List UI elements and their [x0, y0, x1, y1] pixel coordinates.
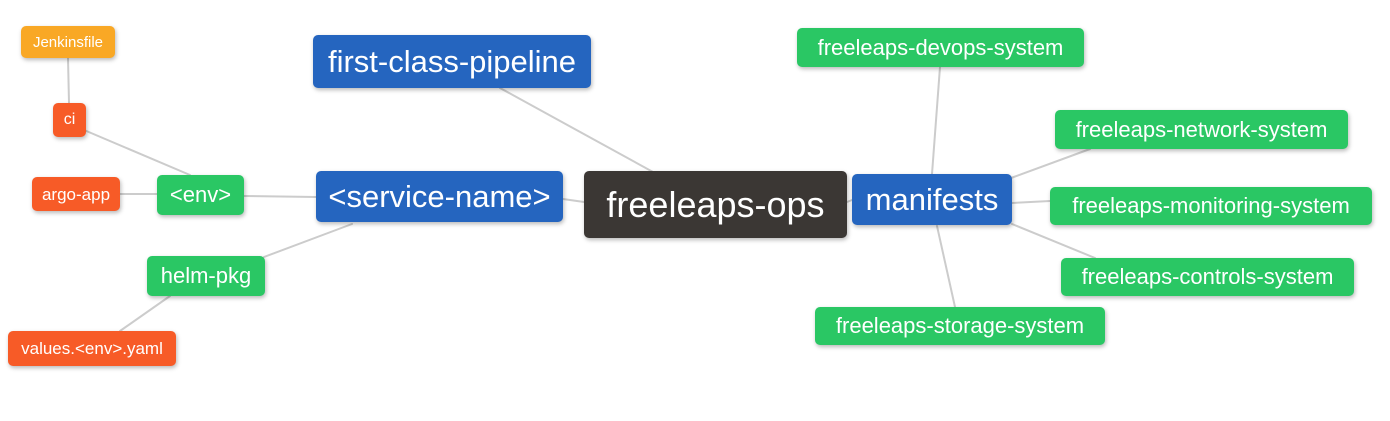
- edge-ci-to-env: [83, 129, 191, 176]
- node-network-system[interactable]: freeleaps-network-system: [1055, 110, 1348, 149]
- edge-manifests-to-network-system: [1010, 148, 1091, 179]
- node-helm-pkg[interactable]: helm-pkg: [147, 256, 265, 296]
- edge-first-class-pipeline-to-freeleaps-ops: [499, 87, 654, 173]
- node-ci[interactable]: ci: [53, 103, 86, 137]
- edge-service-name-to-helm-pkg: [263, 223, 353, 258]
- node-values-env-yaml[interactable]: values.<env>.yaml: [8, 331, 176, 366]
- node-manifests[interactable]: manifests: [852, 174, 1012, 225]
- node-env[interactable]: <env>: [157, 175, 244, 215]
- edge-manifests-to-devops-system: [931, 66, 941, 175]
- edge-manifests-to-storage-system: [936, 225, 956, 308]
- node-storage-system[interactable]: freeleaps-storage-system: [815, 307, 1105, 345]
- edge-manifests-to-controls-system: [1011, 223, 1096, 259]
- edge-service-name-to-freeleaps-ops: [562, 198, 585, 203]
- node-freeleaps-ops[interactable]: freeleaps-ops: [584, 171, 847, 238]
- node-monitoring-system[interactable]: freeleaps-monitoring-system: [1050, 187, 1372, 225]
- edge-jenkinsfile-to-ci: [67, 57, 70, 104]
- node-service-name[interactable]: <service-name>: [316, 171, 563, 222]
- edge-env-to-service-name: [243, 195, 317, 198]
- edge-helm-pkg-to-values-env-yaml: [119, 295, 171, 332]
- node-devops-system[interactable]: freeleaps-devops-system: [797, 28, 1084, 67]
- node-argo-app[interactable]: argo-app: [32, 177, 120, 211]
- node-jenkinsfile[interactable]: Jenkinsfile: [21, 26, 115, 58]
- node-first-class-pipeline[interactable]: first-class-pipeline: [313, 35, 591, 88]
- node-controls-system[interactable]: freeleaps-controls-system: [1061, 258, 1354, 296]
- edge-manifests-to-monitoring-system: [1011, 200, 1051, 204]
